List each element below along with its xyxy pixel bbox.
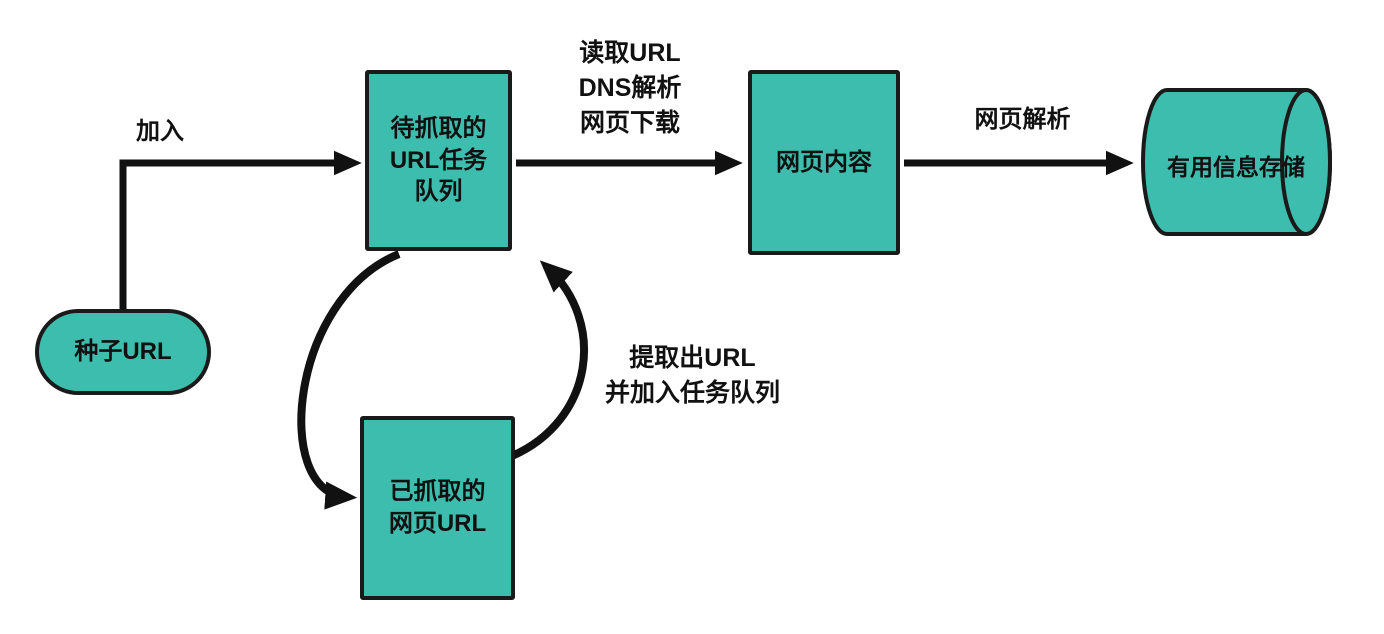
loop-down-arrow bbox=[297, 250, 401, 510]
parse-edge-label: 网页解析 bbox=[974, 106, 1071, 133]
task-queue-label: 待抓取的 URL任务 队列 bbox=[389, 114, 488, 206]
storage-node-label: 有用信息存储 bbox=[1167, 154, 1305, 180]
web-content-label: 网页内容 bbox=[776, 148, 872, 176]
fetch-edge-label: 读取URL DNS解析 网页下载 bbox=[578, 39, 682, 137]
crawled-url-node: 已抓取的 网页URL bbox=[360, 416, 515, 600]
join-arrow bbox=[119, 150, 362, 309]
web-content-node: 网页内容 bbox=[748, 70, 900, 255]
task-queue-node: 待抓取的 URL任务 队列 bbox=[365, 70, 512, 251]
loop-up-arrow bbox=[510, 260, 589, 460]
join-edge-label: 加入 bbox=[136, 118, 184, 145]
seed-url-label: 种子URL bbox=[74, 338, 172, 366]
extract-edge-label: 提取出URL 并加入任务队列 bbox=[604, 344, 780, 407]
storage-cylinder-shape bbox=[1141, 88, 1332, 236]
crawled-url-label: 已抓取的 网页URL bbox=[388, 478, 487, 537]
seed-url-node: 种子URL bbox=[35, 309, 211, 395]
